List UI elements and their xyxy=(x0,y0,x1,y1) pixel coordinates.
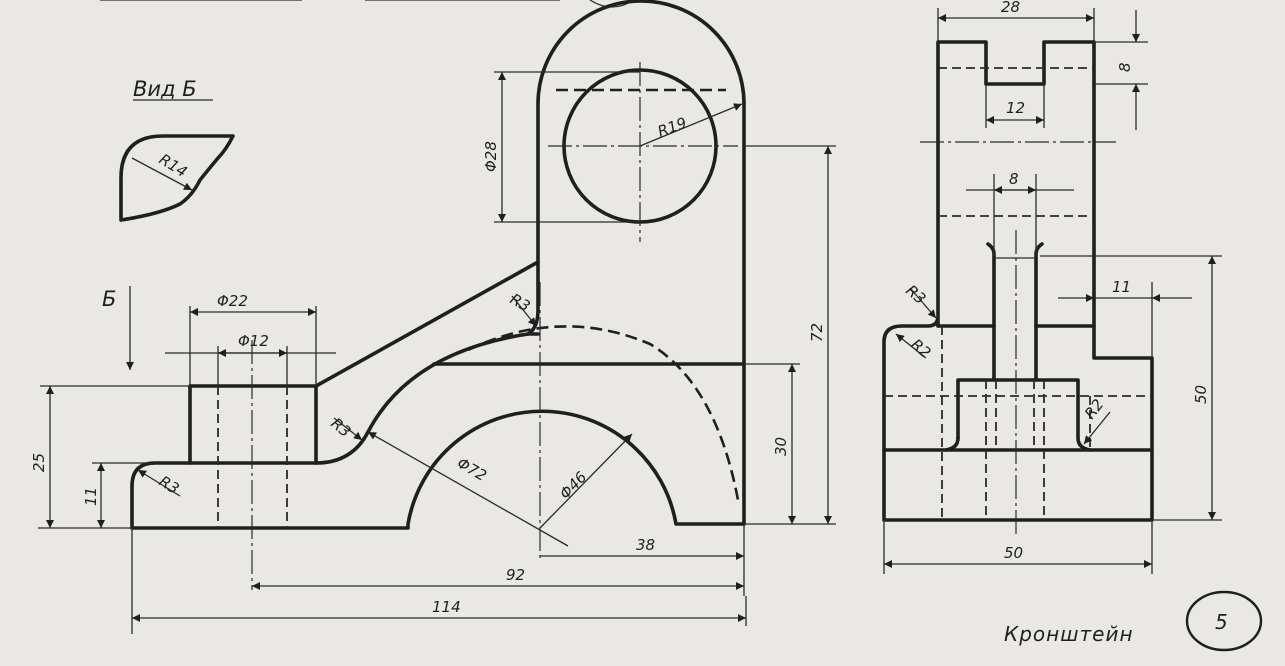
view-b: Вид Б R14 Б xyxy=(102,77,235,370)
dim-d28: Φ28 xyxy=(482,141,500,172)
dim-side-w11: 11 xyxy=(1112,278,1131,296)
dim-d46: Φ46 xyxy=(556,468,590,503)
front-view: Φ22 Φ12 Φ28 R19 R3 R3 R3 Φ72 Φ46 25 xyxy=(30,0,836,634)
dim-r3-left: R3 xyxy=(156,472,182,498)
dim-side-w28: 28 xyxy=(1001,0,1020,16)
side-view: 28 8 12 8 R3 R2 R2 11 5 xyxy=(882,0,1222,574)
dim-r3-top: R3 xyxy=(507,290,533,316)
dim-d12: Φ12 xyxy=(238,332,269,350)
view-b-label: Вид Б xyxy=(133,77,197,101)
dim-w114: 114 xyxy=(432,598,461,616)
dim-d72: Φ72 xyxy=(454,454,490,485)
dim-w92: 92 xyxy=(506,566,525,584)
front-arc-fillet xyxy=(314,332,540,465)
view-b-radius-leader xyxy=(131,157,193,191)
sheet-number: 5 xyxy=(1215,610,1229,634)
dim-side-w50: 50 xyxy=(1004,544,1023,562)
dim-h25: 25 xyxy=(30,453,48,472)
dim-side-h8: 8 xyxy=(1116,62,1134,72)
front-outline xyxy=(130,0,746,530)
sheet-number-circle xyxy=(1185,590,1263,652)
dim-side-r2-right: R2 xyxy=(1081,396,1107,423)
part-title: Кронштейн xyxy=(1004,622,1134,646)
dim-side-w12: 12 xyxy=(1006,99,1025,117)
dim-side-w8: 8 xyxy=(1009,170,1019,188)
dim-h72: 72 xyxy=(808,323,826,342)
view-b-profile xyxy=(119,134,235,222)
dim-r3-mid: R3 xyxy=(327,414,354,441)
title-block: Кронштейн 5 xyxy=(1004,590,1263,652)
dim-d22: Φ22 xyxy=(217,292,248,310)
dim-h30: 30 xyxy=(772,437,790,456)
view-arrow-label: Б xyxy=(102,287,116,311)
dim-side-h50: 50 xyxy=(1192,385,1210,404)
dim-r19: R19 xyxy=(655,114,689,141)
sheet-top-fragments xyxy=(100,0,635,8)
dim-side-r3: R3 xyxy=(902,281,929,308)
dim-r14: R14 xyxy=(156,150,191,181)
front-hidden-arc xyxy=(467,325,740,501)
dim-h11: 11 xyxy=(82,487,100,506)
side-outline xyxy=(882,40,1154,522)
dim-side-r2-left: R2 xyxy=(907,335,934,362)
dim-w38: 38 xyxy=(636,536,655,554)
